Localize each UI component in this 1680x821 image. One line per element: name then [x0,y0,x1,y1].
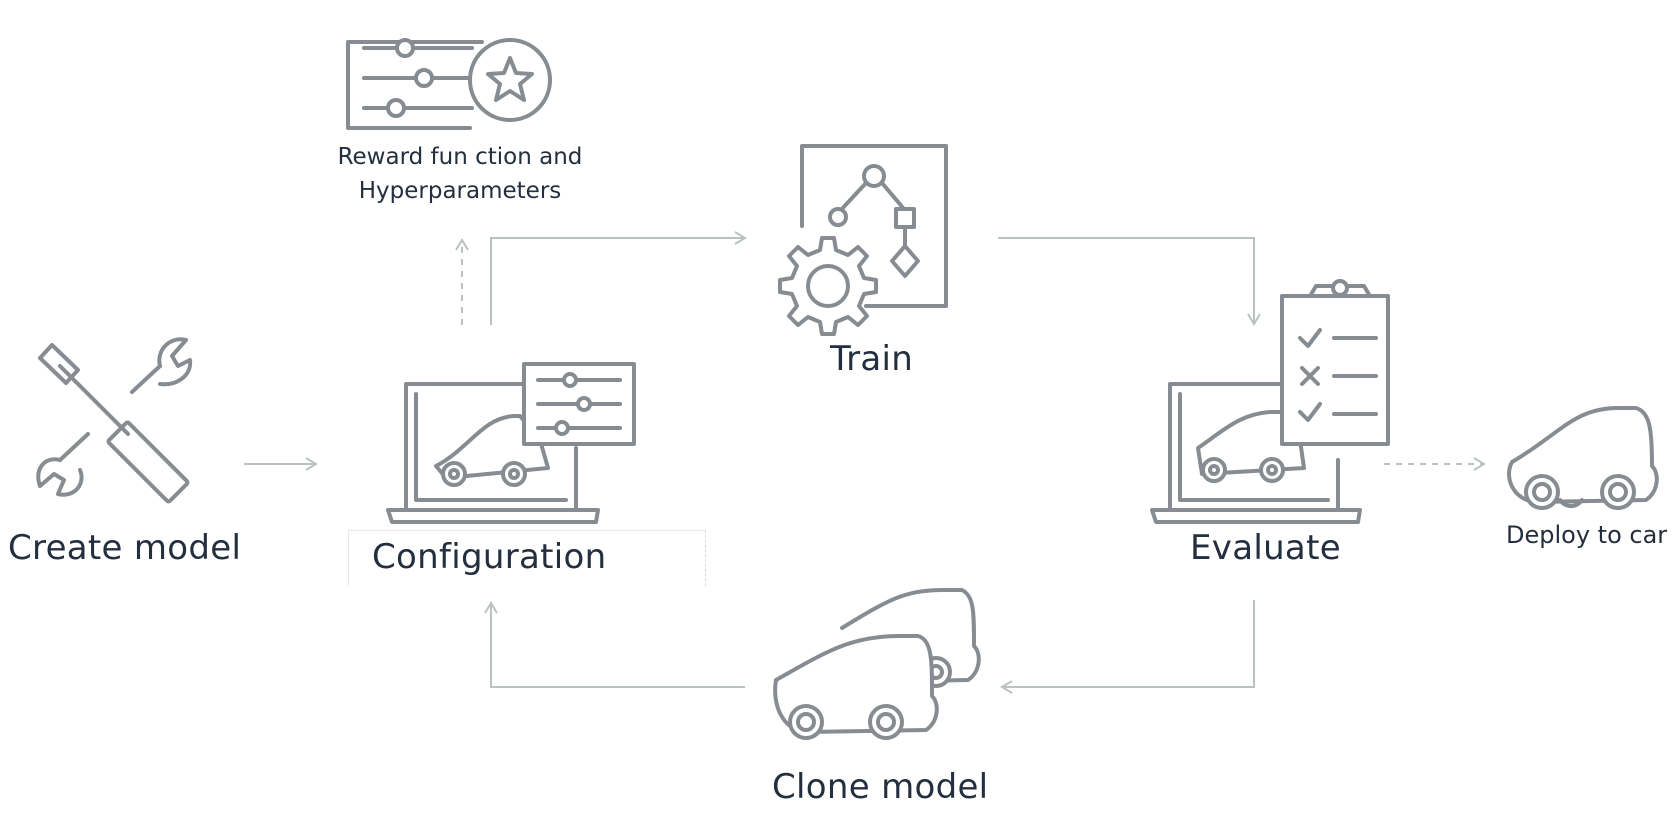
create-model-label: Create model [8,528,242,568]
tools-icon [36,337,193,504]
reward-function-label: Reward fun ction and Hyperparameters [322,140,598,208]
cloned-cars-icon [773,588,981,740]
arrow-config-to-train [490,231,747,325]
laptop-car-checklist-icon [1150,279,1390,524]
clone-model-label: Clone model [772,767,989,807]
evaluate-label: Evaluate [1190,528,1341,568]
train-label: Train [830,339,914,379]
flowchart-gear-icon [778,144,948,336]
configuration-label-box [348,530,706,586]
reward-function-label-line1: Reward fun ction and [337,144,583,170]
sliders-star-icon [346,38,552,130]
reward-function-label-line2: Hyperparameters [358,178,562,204]
configuration-label: Configuration [372,537,607,577]
laptop-car-settings-icon [386,362,636,524]
arrow-clone-to-config [484,601,745,688]
arrow-train-to-evaluate [998,237,1261,326]
arrow-evaluate-to-clone [1000,600,1255,694]
deploy-to-car-label: Deploy to car [1506,521,1668,549]
car-icon [1507,406,1659,510]
